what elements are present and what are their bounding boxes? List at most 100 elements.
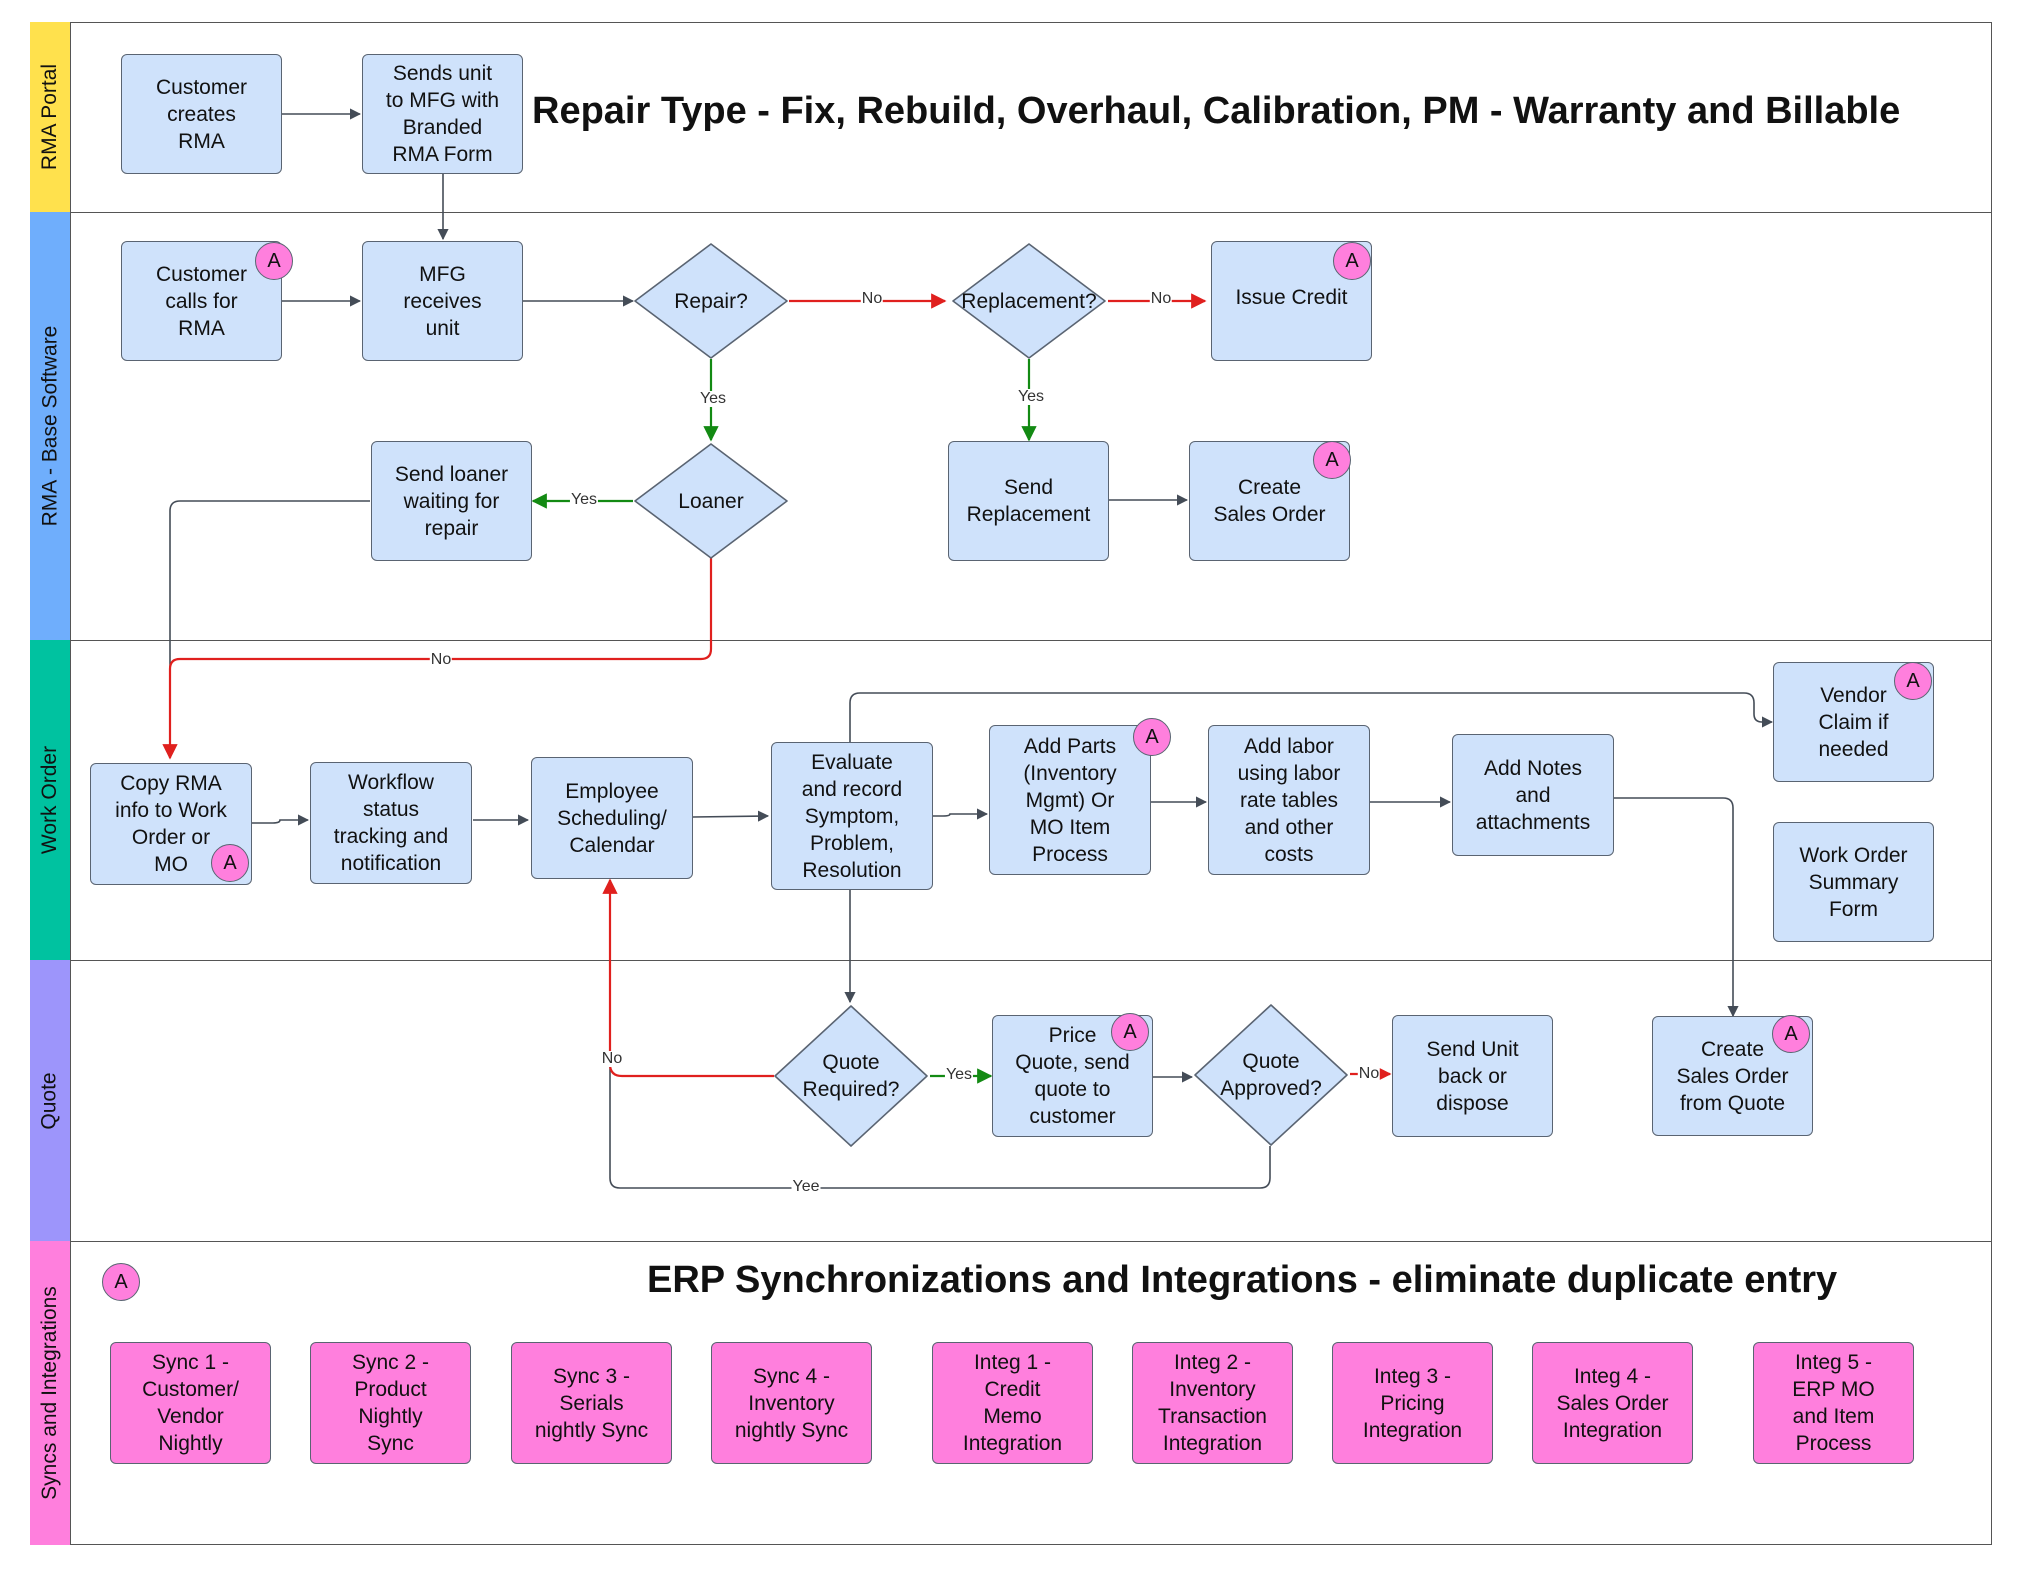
sync-label: Integ 2 - Inventory Transaction Integrat… bbox=[1158, 1351, 1267, 1455]
node-label: Evaluate and record Symptom, Problem, Re… bbox=[801, 750, 903, 882]
send-replacement-node[interactable]: Send Replacement bbox=[948, 441, 1109, 561]
sync-3-node[interactable]: Sync 3 - Serials nightly Sync bbox=[511, 1342, 672, 1464]
integration-badge: A bbox=[1111, 1013, 1149, 1051]
decision-shape bbox=[952, 243, 1106, 359]
add-parts-node[interactable]: Add Parts (Inventory Mgmt) Or MO Item Pr… bbox=[989, 725, 1151, 875]
node-label: Add labor using labor rate tables and ot… bbox=[1237, 734, 1341, 866]
decision-label: Quote Approved? bbox=[1220, 1050, 1322, 1100]
edge-label-quote-yes: Yes bbox=[944, 1066, 974, 1083]
node-label: Sends unit to MFG with Branded RMA Form bbox=[385, 62, 500, 166]
edge-label-approved-no: No bbox=[1357, 1065, 1381, 1082]
edge-evaluate-to-vendor bbox=[849, 692, 1774, 742]
create-sales-order-node[interactable]: Create Sales Order bbox=[1189, 441, 1350, 561]
node-label: Send Replacement bbox=[966, 476, 1091, 526]
decision-label: Repair? bbox=[674, 289, 748, 313]
send-loaner-node[interactable]: Send loaner waiting for repair bbox=[371, 441, 532, 561]
decision-label: Loaner bbox=[678, 489, 744, 513]
edge-quote-no bbox=[602, 878, 774, 1078]
diagram-title: Repair Type - Fix, Rebuild, Overhaul, Ca… bbox=[532, 90, 1901, 132]
sync-label: Sync 1 - Customer/ Vendor Nightly bbox=[142, 1351, 239, 1455]
node-label: Add Parts (Inventory Mgmt) Or MO Item Pr… bbox=[1023, 734, 1117, 866]
repair-decision[interactable]: Repair? bbox=[633, 242, 789, 360]
sync-label: Integ 5 - ERP MO and Item Process bbox=[1792, 1351, 1875, 1455]
integration-badge: A bbox=[1333, 242, 1371, 280]
lane-divider bbox=[30, 960, 1992, 961]
add-labor-node[interactable]: Add labor using labor rate tables and ot… bbox=[1208, 725, 1370, 875]
node-label: Customer creates RMA bbox=[155, 75, 248, 153]
quote-required-decision[interactable]: Quote Required? bbox=[773, 1004, 929, 1148]
edge-copy-to-workflow bbox=[252, 814, 310, 826]
quote-approved-decision[interactable]: Quote Approved? bbox=[1193, 1003, 1349, 1147]
edge-label-quote-no: No bbox=[600, 1050, 624, 1067]
integration-badge: A bbox=[211, 844, 249, 882]
edge-sched-to-evaluate bbox=[692, 810, 770, 822]
lane-label-quote: Quote bbox=[30, 960, 71, 1241]
node-label: Work Order Summary Form bbox=[1799, 843, 1908, 921]
integ-3-node[interactable]: Integ 3 - Pricing Integration bbox=[1332, 1342, 1493, 1464]
decision-shape bbox=[1194, 1004, 1348, 1146]
edge-evaluate-to-parts bbox=[933, 808, 989, 820]
workflow-status-node[interactable]: Workflow status tracking and notificatio… bbox=[310, 762, 472, 884]
send-unit-back-node[interactable]: Send Unit back or dispose bbox=[1392, 1015, 1553, 1137]
add-notes-node[interactable]: Add Notes and attachments bbox=[1452, 734, 1614, 856]
integration-badge: A bbox=[255, 242, 293, 280]
edge-label-repair-no: No bbox=[860, 290, 884, 307]
evaluate-node[interactable]: Evaluate and record Symptom, Problem, Re… bbox=[771, 742, 933, 890]
node-label: Workflow status tracking and notificatio… bbox=[333, 771, 449, 875]
sync-label: Integ 3 - Pricing Integration bbox=[1362, 1364, 1463, 1442]
sync-1-node[interactable]: Sync 1 - Customer/ Vendor Nightly bbox=[110, 1342, 271, 1464]
replacement-decision[interactable]: Replacement? bbox=[951, 242, 1107, 360]
customer-creates-rma-node[interactable]: Customer creates RMA bbox=[121, 54, 282, 174]
node-label: Issue Credit bbox=[1235, 286, 1348, 309]
node-label: Copy RMA info to Work Order or MO bbox=[115, 772, 227, 876]
lane-divider bbox=[30, 640, 1992, 641]
lane-label-syncs-and-integrations: Syncs and Integrations bbox=[30, 1241, 71, 1545]
employee-scheduling-node[interactable]: Employee Scheduling/ Calendar bbox=[531, 757, 693, 879]
node-label: MFG receives unit bbox=[403, 262, 482, 340]
integ-4-node[interactable]: Integ 4 - Sales Order Integration bbox=[1532, 1342, 1693, 1464]
loaner-decision[interactable]: Loaner bbox=[633, 442, 789, 560]
sync-4-node[interactable]: Sync 4 - Inventory nightly Sync bbox=[711, 1342, 872, 1464]
sync-label: Sync 4 - Inventory nightly Sync bbox=[734, 1364, 849, 1442]
erp-section-title: ERP Synchronizations and Integrations - … bbox=[647, 1259, 1838, 1301]
integ-1-node[interactable]: Integ 1 - Credit Memo Integration bbox=[932, 1342, 1093, 1464]
sync-2-node[interactable]: Sync 2 - Product Nightly Sync bbox=[310, 1342, 471, 1464]
decision-label: Replacement? bbox=[961, 289, 1097, 313]
decision-shape bbox=[634, 243, 788, 359]
node-label: Employee Scheduling/ Calendar bbox=[557, 779, 667, 857]
node-label: Vendor Claim if needed bbox=[1818, 683, 1889, 761]
sync-label: Sync 2 - Product Nightly Sync bbox=[351, 1351, 430, 1455]
edge-label-repair-yes: Yes bbox=[698, 390, 728, 407]
decision-label: Quote Required? bbox=[802, 1051, 900, 1101]
sends-unit-node[interactable]: Sends unit to MFG with Branded RMA Form bbox=[362, 54, 523, 174]
sync-label: Integ 1 - Credit Memo Integration bbox=[962, 1351, 1063, 1455]
lane-label-rma-portal: RMA Portal bbox=[30, 22, 71, 212]
node-label: Send loaner waiting for repair bbox=[394, 462, 509, 540]
node-label: Create Sales Order from Quote bbox=[1676, 1037, 1789, 1115]
lane-label-rma-base-software: RMA - Base Software bbox=[30, 212, 71, 640]
legend-badge: A bbox=[102, 1263, 140, 1301]
node-label: Add Notes and attachments bbox=[1475, 756, 1591, 834]
edge-loaner-to-copy bbox=[164, 500, 370, 760]
edge-label-replacement-no: No bbox=[1149, 290, 1173, 307]
node-label: Create Sales Order bbox=[1213, 476, 1326, 526]
lane-label-work-order: Work Order bbox=[30, 640, 71, 960]
integ-2-node[interactable]: Integ 2 - Inventory Transaction Integrat… bbox=[1132, 1342, 1293, 1464]
work-order-summary-node[interactable]: Work Order Summary Form bbox=[1773, 822, 1934, 942]
node-label: Customer calls for RMA bbox=[155, 262, 248, 340]
lane-divider bbox=[30, 1241, 1992, 1242]
edge-notes-to-so-quote bbox=[1612, 797, 1739, 1018]
edge-label-loaner-no: No bbox=[429, 651, 453, 668]
create-sales-order-from-quote-node[interactable]: Create Sales Order from Quote bbox=[1652, 1016, 1813, 1136]
node-label: Send Unit back or dispose bbox=[1426, 1037, 1519, 1115]
edge-label-loaner-yes: Yes bbox=[569, 491, 599, 508]
sync-label: Integ 4 - Sales Order Integration bbox=[1556, 1364, 1669, 1442]
integration-badge: A bbox=[1133, 718, 1171, 756]
integration-badge: A bbox=[1772, 1015, 1810, 1053]
node-label: Price Quote, send quote to customer bbox=[1015, 1024, 1130, 1128]
integration-badge: A bbox=[1313, 441, 1351, 479]
integ-5-node[interactable]: Integ 5 - ERP MO and Item Process bbox=[1753, 1342, 1914, 1464]
integration-badge: A bbox=[1894, 662, 1932, 700]
mfg-receives-node[interactable]: MFG receives unit bbox=[362, 241, 523, 361]
